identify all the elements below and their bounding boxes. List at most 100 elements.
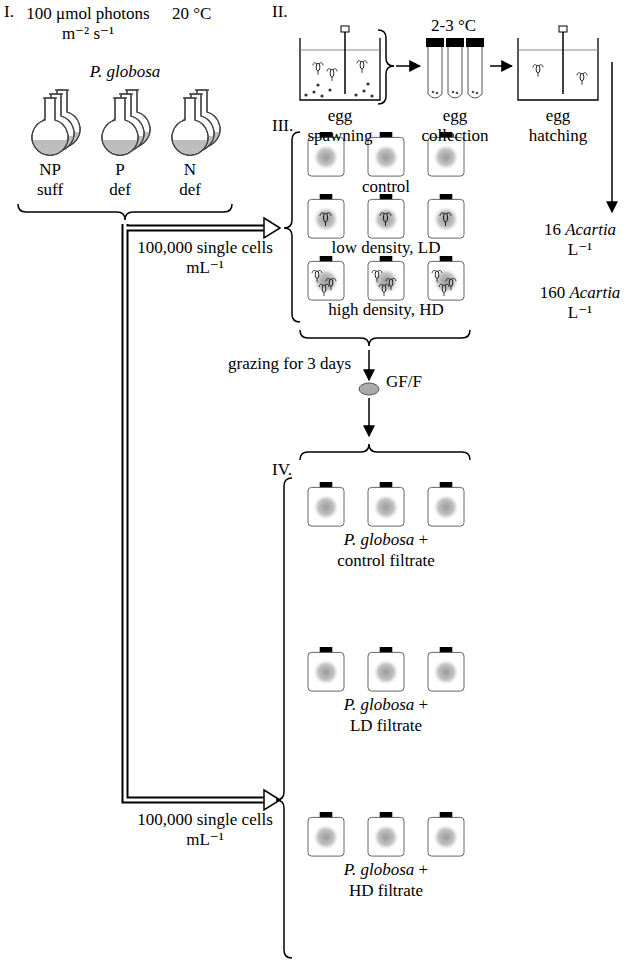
drawing-part [533, 65, 543, 77]
drawing-part [320, 94, 323, 97]
drawing-part [440, 213, 451, 226]
drawing-part [428, 194, 464, 238]
drawing-part [562, 28, 564, 94]
drawing-part [357, 61, 367, 73]
drawing-part [308, 256, 344, 300]
drawing-part [319, 284, 329, 296]
grazing-bottles [308, 132, 464, 300]
drawing-part [368, 482, 404, 526]
drawing-part [432, 270, 442, 282]
label-word: P. [344, 530, 356, 549]
brace [300, 330, 470, 346]
drawing-part [312, 90, 315, 93]
drawing-part [304, 82, 373, 97]
drawing-part [308, 647, 344, 691]
label: I. [4, 2, 14, 22]
drawing-part [368, 132, 404, 176]
drawing-part [341, 26, 349, 32]
drawing-part [327, 69, 337, 81]
drawing-part [468, 46, 482, 98]
drawing-part [102, 98, 138, 155]
drawing-part [354, 93, 357, 96]
label: high density, HD [306, 300, 466, 320]
label: low density, LD [306, 238, 466, 258]
spawning-beaker [300, 26, 380, 100]
drawing-part [446, 38, 464, 47]
label-word: Acartia [569, 283, 620, 302]
brace [300, 444, 470, 460]
drawing-part [366, 82, 369, 85]
drawing-part [426, 38, 444, 47]
label-word: P. [90, 62, 102, 81]
label-word: P. [344, 860, 356, 879]
label: 16 Acartia L⁻¹ [530, 220, 630, 261]
label: 100,000 single cells mL⁻¹ [135, 810, 275, 851]
drawing-part [472, 91, 475, 94]
label: 2-3 °C [431, 16, 476, 36]
drawing-part [466, 38, 484, 47]
drawing-part [490, 65, 512, 67]
drawing-part [320, 213, 331, 226]
egg-tubes [426, 38, 484, 98]
label: III. [272, 116, 293, 136]
label: IV. [272, 460, 292, 480]
drawing-part [300, 50, 380, 51]
drawing-part [452, 91, 455, 94]
label: egg spawning [300, 106, 380, 147]
drawing-part [344, 28, 346, 94]
label-word: 160 [540, 283, 566, 302]
drawing-part [611, 62, 613, 212]
drawing-part [312, 270, 322, 282]
drawing-part [428, 647, 464, 691]
label: HD filtrate [296, 881, 476, 901]
drawing-part [370, 94, 373, 97]
label-word: L⁻¹ [568, 240, 592, 259]
drawing-part [368, 194, 404, 238]
drawing-part [456, 92, 459, 95]
hatching-beaker [518, 26, 598, 100]
drawing-part [448, 46, 462, 98]
brace [276, 478, 292, 958]
drawing-part [125, 222, 266, 800]
label: egg hatching [518, 106, 598, 147]
drawing-part [368, 350, 370, 380]
label: NP suff [33, 160, 67, 201]
drawing-part [32, 98, 68, 155]
label: P def [104, 160, 136, 201]
label: P. globosa + [296, 860, 476, 880]
label-word: 16 [544, 220, 561, 239]
drawing-part [362, 89, 365, 92]
label-word: + [419, 695, 429, 714]
brace [378, 30, 394, 104]
drawing-part [577, 73, 587, 85]
drawing-part [313, 63, 323, 75]
brace [18, 204, 232, 220]
label-word: + [419, 530, 429, 549]
drawing-part [308, 482, 344, 526]
label: P. globosa + [296, 530, 476, 550]
label-word: Acartia [565, 220, 616, 239]
drawing-part [432, 91, 479, 95]
drawing-part [368, 398, 370, 436]
drawing-part [439, 284, 449, 296]
brackets [18, 30, 470, 958]
drawing-part [372, 270, 382, 282]
drawing-part [428, 256, 464, 300]
label: 20 °C [172, 4, 211, 24]
label: control [306, 177, 466, 197]
drawing-part [379, 284, 389, 296]
label: P. globosa + [296, 695, 476, 715]
label: egg collection [415, 106, 495, 147]
label: P. globosa [55, 62, 195, 82]
drawing-part [368, 647, 404, 691]
label-word: L⁻¹ [568, 303, 592, 322]
label: N def [174, 160, 206, 201]
label-word: + [419, 860, 429, 879]
drawing-part [172, 98, 208, 155]
drawing-part [308, 194, 344, 238]
label: 160 Acartia L⁻¹ [530, 283, 630, 324]
drawing-part [304, 93, 307, 96]
label: II. [272, 2, 288, 22]
label-word: globosa [361, 860, 415, 879]
